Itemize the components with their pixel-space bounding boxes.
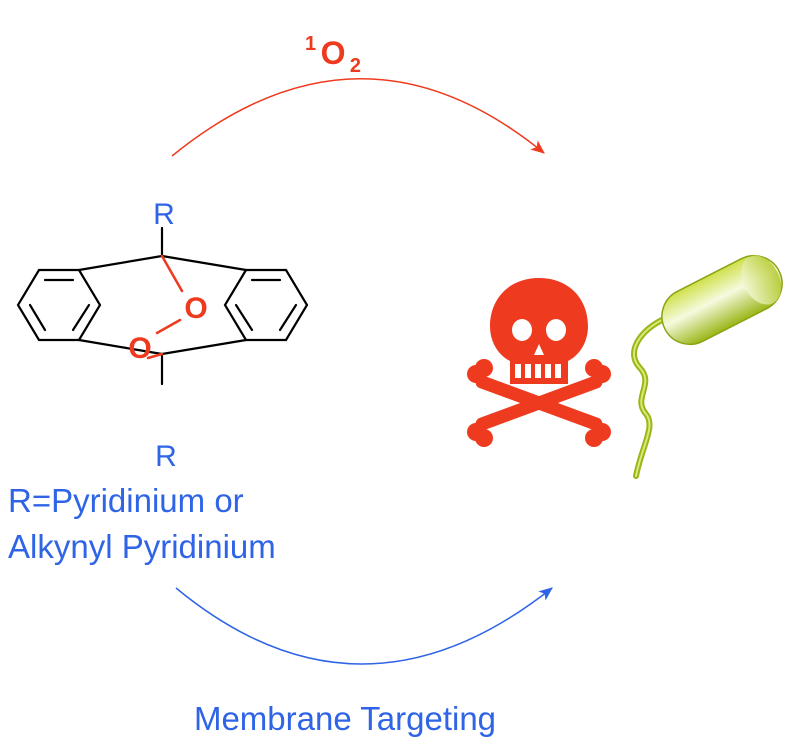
skull-teeth bbox=[515, 364, 561, 378]
peroxide-bridge bbox=[146, 254, 184, 360]
peroxide-bond bbox=[146, 352, 164, 360]
membrane-targeting-arrow bbox=[175, 587, 553, 665]
skull-eye-left bbox=[512, 319, 532, 341]
caption-line-2: Alkynyl Pyridinium bbox=[8, 528, 276, 565]
substituent-bottom-label: R bbox=[155, 440, 177, 473]
right-benzene-ring bbox=[223, 268, 309, 342]
skull-crossbones-icon bbox=[467, 278, 611, 447]
oxygen-atom-upper: O bbox=[184, 292, 207, 325]
skull-eye-right bbox=[546, 319, 566, 341]
left-ring-double-bond bbox=[28, 303, 47, 332]
bridge-bond bbox=[160, 254, 248, 272]
right-ring-double-bond bbox=[234, 303, 254, 332]
membrane-targeting-label: Membrane Targeting bbox=[194, 700, 496, 737]
caption-line-1: R=Pyridinium or bbox=[8, 482, 244, 519]
singlet-oxygen-element: O bbox=[321, 35, 346, 71]
singlet-oxygen-label: 1 O 2 bbox=[305, 33, 361, 77]
singlet-oxygen-arrow bbox=[171, 78, 545, 157]
bridge-bond bbox=[160, 338, 248, 356]
right-ring-double-bond bbox=[278, 303, 298, 332]
bacterium-end-cap bbox=[741, 255, 782, 305]
substituent-top-label: R bbox=[153, 198, 175, 231]
endoperoxide-molecule bbox=[16, 226, 309, 386]
bacterium-flagellum bbox=[631, 315, 669, 479]
bacterium-icon bbox=[631, 254, 783, 479]
bridge-bond bbox=[77, 338, 164, 356]
singlet-oxygen-superscript: 1 bbox=[305, 33, 316, 55]
singlet-oxygen-subscript: 2 bbox=[350, 55, 361, 77]
oxygen-atom-lower: O bbox=[128, 332, 151, 365]
crossbones bbox=[475, 375, 603, 431]
bridge-bond bbox=[77, 254, 164, 272]
peroxide-bond bbox=[160, 254, 184, 293]
left-ring-double-bond bbox=[71, 303, 91, 332]
skull-nose bbox=[534, 344, 544, 355]
skull bbox=[490, 278, 588, 384]
peroxide-bond bbox=[155, 318, 182, 335]
bacterium-flagellum-highlight bbox=[633, 317, 667, 477]
bone-knobs bbox=[467, 359, 611, 447]
substituent-caption: R=Pyridinium or Alkynyl Pyridinium bbox=[8, 478, 276, 570]
